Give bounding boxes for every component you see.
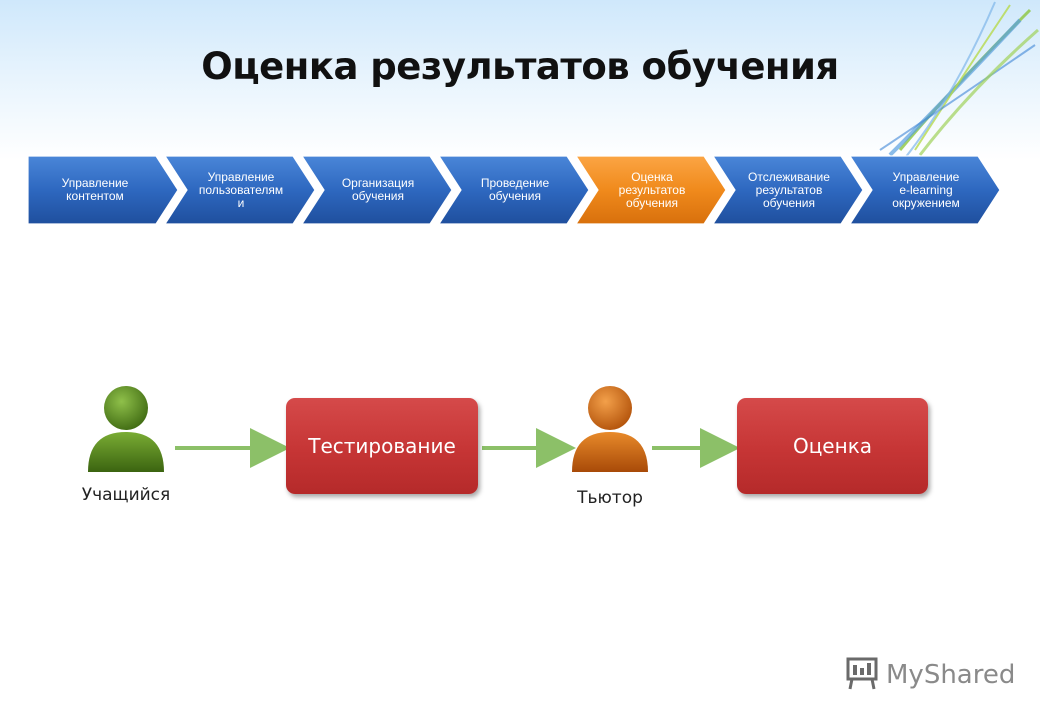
assessment-box: Оценка	[737, 398, 928, 494]
learner-label: Учащийся	[81, 485, 171, 505]
learner-icon	[88, 386, 164, 472]
tutor-icon	[572, 386, 648, 472]
testing-box: Тестирование	[286, 398, 478, 494]
step-label-4: Проведение обучения	[480, 176, 550, 203]
step-chevron-4	[437, 155, 590, 225]
myshared-logo: MyShared	[846, 655, 1016, 695]
tutor-label: Тьютор	[577, 488, 643, 508]
step-chevron-7	[848, 155, 1001, 225]
step-label-2: Управление пользователям и	[198, 169, 284, 210]
step-label-3: Организация обучения	[341, 176, 415, 203]
step-label-5: Оценка результатов обучения	[618, 169, 686, 210]
process-chevrons	[28, 155, 1001, 225]
step-chevron-5	[574, 155, 727, 225]
header-background	[0, 0, 1040, 160]
step-chevron-6	[711, 155, 864, 225]
step-chevron-3	[300, 155, 453, 225]
step-label-6: Отслеживание результатов обучения	[748, 169, 830, 210]
cart-icon	[846, 657, 878, 690]
logo-text: MyShared	[886, 660, 1016, 690]
page-title: Оценка результатов обучения	[201, 45, 839, 88]
step-label-7: Управление e-learning окружением	[892, 169, 960, 210]
grass-decoration	[879, 1, 1039, 159]
flow-diagram	[88, 386, 740, 472]
step-chevron-2	[163, 155, 316, 225]
step-chevron-1	[28, 155, 179, 225]
step-label-1: Управление контентом	[61, 176, 129, 203]
